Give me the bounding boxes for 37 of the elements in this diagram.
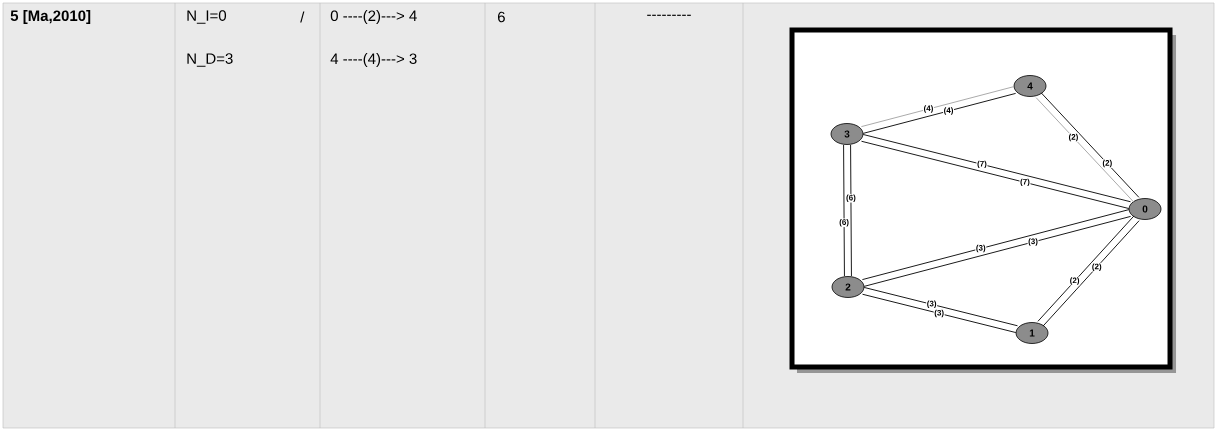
graph-edge — [861, 209, 1130, 281]
edge-label: (4) — [943, 106, 955, 116]
edge-label: (3) — [975, 244, 987, 253]
path-text: 0 ----(2)---> 4 — [330, 10, 417, 24]
edge-label: (2) — [1067, 133, 1079, 142]
value-text: 6 — [498, 11, 505, 23]
slash-text: / — [300, 11, 305, 23]
edge-label: (6) — [838, 218, 850, 228]
edge-label: (6) — [845, 193, 857, 203]
fill-in-line: --------- — [647, 14, 691, 16]
graph-edge — [862, 293, 1017, 333]
edge-label: (3) — [933, 309, 945, 318]
edge-label: (3) — [1027, 237, 1039, 247]
edge-label: (3) — [926, 300, 938, 309]
graph-vertex: 1 — [1015, 322, 1049, 344]
edge-label: (7) — [976, 160, 988, 169]
edge-label: (2) — [1069, 276, 1081, 286]
edge-label: (7) — [1019, 178, 1031, 187]
graph-vertex: 4 — [1013, 75, 1047, 97]
parameter-text: N_D=3 — [187, 53, 233, 67]
graph-vertex: 2 — [831, 276, 865, 298]
graph-edge — [862, 134, 1131, 203]
graph-edge — [862, 92, 1017, 134]
edge-label: (4) — [923, 104, 934, 114]
graph-vertex: 0 — [1128, 198, 1162, 220]
graph-edge — [843, 144, 845, 277]
edge-label: (2) — [1101, 159, 1113, 168]
graph-vertex: 3 — [830, 123, 864, 145]
graph-edge — [860, 86, 1015, 128]
graph-edge — [850, 144, 852, 277]
citation-text: 5 [Ma,2010] — [10, 10, 91, 24]
parameter-text: N_I=0 — [187, 10, 227, 24]
graph-edge — [861, 140, 1130, 209]
path-text: 4 ----(4)---> 3 — [330, 53, 417, 67]
graph-edge — [863, 287, 1018, 327]
edge-label: (2) — [1091, 262, 1103, 272]
graph-edge — [863, 215, 1132, 287]
